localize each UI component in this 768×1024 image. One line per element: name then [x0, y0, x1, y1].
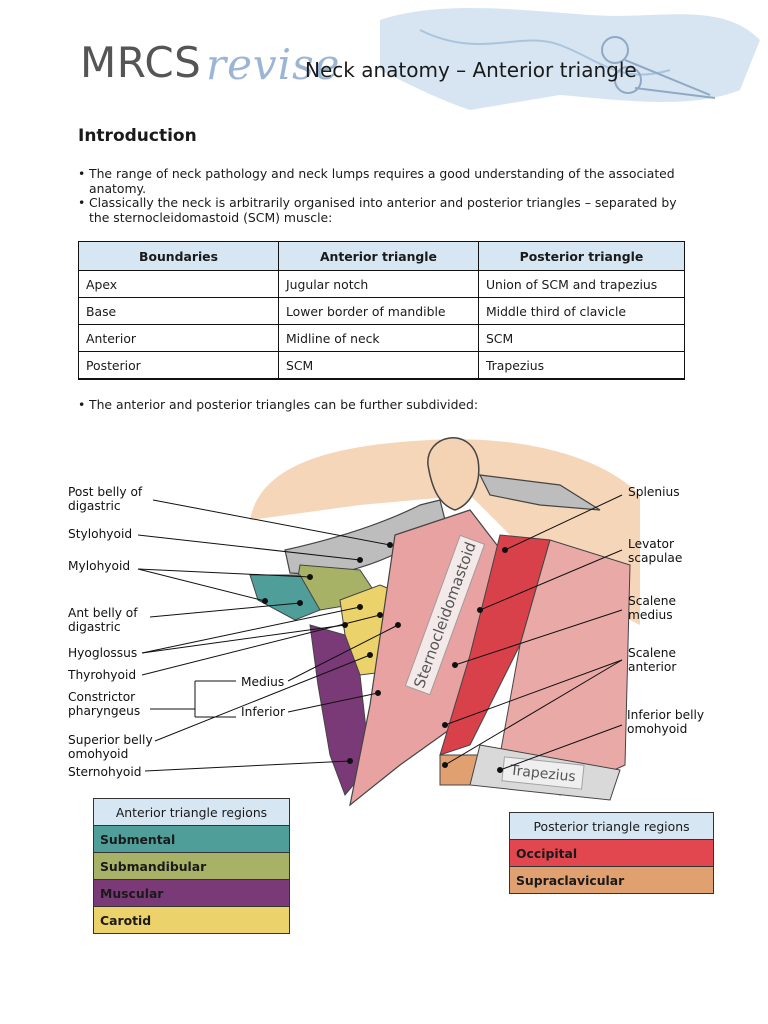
table-cell: Trapezius	[477, 351, 686, 380]
label-thyrohyoid: Thyrohyoid	[68, 668, 137, 682]
subdivide-bullet: •The anterior and posterior triangles ca…	[78, 397, 688, 413]
table-row: Apex Jugular notch Union of SCM and trap…	[78, 270, 686, 298]
page-title: Neck anatomy – Anterior triangle	[305, 58, 637, 82]
table-row: Posterior SCM Trapezius	[78, 351, 686, 380]
label-post-belly-digastric: Post belly of digastric	[68, 485, 143, 513]
table-cell: Base	[78, 297, 279, 325]
table-cell: Middle third of clavicle	[477, 297, 686, 325]
legend-item-muscular: Muscular	[93, 879, 290, 907]
label-medius: Medius	[241, 675, 285, 689]
label-scalene-medius: Scalene medius	[628, 594, 677, 622]
table-cell: Posterior	[78, 351, 279, 380]
brand-logo: MRCS	[80, 38, 202, 87]
table-cell: Union of SCM and trapezius	[477, 270, 686, 298]
table-cell: Jugular notch	[277, 270, 479, 298]
anterior-triangle-legend: Anterior triangle regions Submental Subm…	[93, 798, 290, 934]
table-row: Anterior Midline of neck SCM	[78, 324, 686, 352]
table-cell: Anterior	[78, 324, 279, 352]
label-inferior: Inferior	[241, 705, 285, 719]
table-header-row: Boundaries Anterior triangle Posterior t…	[78, 241, 686, 271]
legend-item-submental: Submental	[93, 825, 290, 853]
posterior-triangle-legend: Posterior triangle regions Occipital Sup…	[509, 812, 714, 894]
legend-item-occipital: Occipital	[509, 839, 714, 867]
label-ant-belly-digastric: Ant belly of digastric	[68, 606, 138, 634]
label-hyoglossus: Hyoglossus	[68, 646, 138, 660]
table-row: Base Lower border of mandible Middle thi…	[78, 297, 686, 325]
label-superior-belly-omohyoid: Superior belly omohyoid	[68, 733, 153, 761]
table-cell: SCM	[277, 351, 479, 380]
table-cell: Lower border of mandible	[277, 297, 479, 325]
boundaries-table: Boundaries Anterior triangle Posterior t…	[78, 241, 686, 380]
label-stylohyoid: Stylohyoid	[68, 527, 133, 541]
label-levator-scapulae: Levator scapulae	[628, 537, 683, 565]
legend-item-submandibular: Submandibular	[93, 852, 290, 880]
legend-item-carotid: Carotid	[93, 906, 290, 934]
brand-logo-script: revise	[206, 40, 341, 89]
legend-item-supraclavicular: Supraclavicular	[509, 866, 714, 894]
label-constrictor-pharyngeus: Constrictor pharyngeus	[68, 690, 141, 718]
table-cell: Apex	[78, 270, 279, 298]
column-header: Posterior triangle	[477, 241, 686, 271]
legend-title: Posterior triangle regions	[509, 812, 714, 840]
label-scalene-anterior: Scalene anterior	[628, 646, 677, 674]
bullet-item: •The anterior and posterior triangles ca…	[78, 397, 479, 412]
table-cell: Midline of neck	[277, 324, 479, 352]
trapezius-label: Trapezius	[508, 762, 576, 785]
bullet-item: •Classically the neck is arbitrarily org…	[78, 195, 677, 225]
neck-anatomy-illustration: Sternocleidomastoid Trapezius	[137, 437, 640, 807]
label-mylohyoid: Mylohyoid	[68, 559, 131, 573]
intro-bullets: •The range of neck pathology and neck lu…	[78, 166, 688, 225]
label-inferior-belly-omohyoid: Inferior belly omohyoid	[627, 708, 705, 736]
bullet-item: •The range of neck pathology and neck lu…	[78, 166, 675, 196]
column-header: Anterior triangle	[277, 241, 479, 271]
label-sternohyoid: Sternohyoid	[68, 765, 142, 779]
column-header: Boundaries	[78, 241, 279, 271]
label-splenius: Splenius	[628, 485, 680, 499]
section-heading: Introduction	[78, 126, 197, 146]
table-cell: SCM	[477, 324, 686, 352]
header-artwork	[380, 8, 760, 110]
legend-title: Anterior triangle regions	[93, 798, 290, 826]
